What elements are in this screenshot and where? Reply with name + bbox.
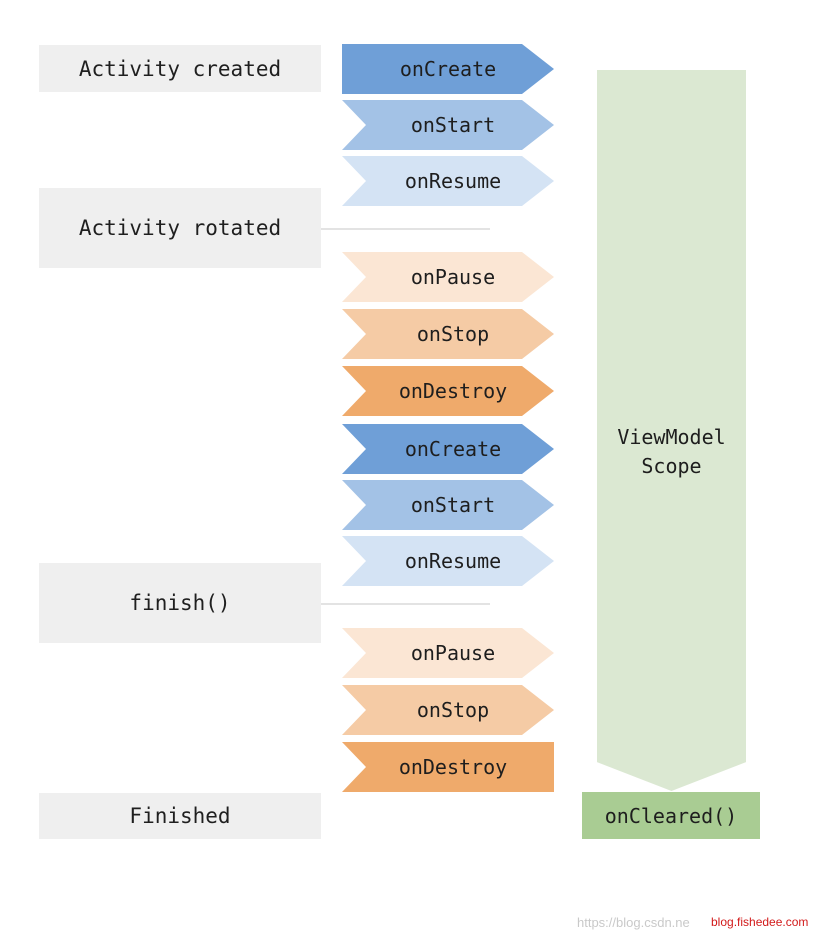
- lifecycle-on-stop-1: onStop: [342, 309, 554, 359]
- connector-line-finish: [321, 603, 490, 605]
- lifecycle-on-pause-2: onPause: [342, 628, 554, 678]
- watermark-text: https://blog.csdn.ne: [577, 915, 690, 930]
- watermark: https://blog.csdn.ne blog.fishedee.com: [577, 915, 808, 930]
- lifecycle-on-stop-2: onStop: [342, 685, 554, 735]
- lifecycle-on-pause-1: onPause: [342, 252, 554, 302]
- scope-label-line1: ViewModel: [617, 425, 726, 449]
- lifecycle-on-create-2: onCreate: [342, 424, 554, 474]
- lifecycle-on-create-1: onCreate: [342, 44, 554, 94]
- scope-label-line2: Scope: [641, 454, 702, 478]
- lifecycle-on-resume-2: onResume: [342, 536, 554, 586]
- lifecycle-on-start-1: onStart: [342, 100, 554, 150]
- lifecycle-on-destroy-2: onDestroy: [342, 742, 554, 792]
- lifecycle-on-resume-1: onResume: [342, 156, 554, 206]
- state-finished: Finished: [39, 793, 321, 839]
- state-finish: finish(): [39, 563, 321, 643]
- state-activity-created: Activity created: [39, 45, 321, 92]
- connector-line-rotated: [321, 228, 490, 230]
- lifecycle-on-start-2: onStart: [342, 480, 554, 530]
- viewmodel-scope-arrow: [597, 70, 746, 791]
- watermark-overlay: blog.fishedee.com: [711, 915, 809, 929]
- viewmodel-scope-label: ViewModel Scope: [597, 423, 746, 481]
- lifecycle-on-destroy-1: onDestroy: [342, 366, 554, 416]
- state-activity-rotated: Activity rotated: [39, 188, 321, 268]
- on-cleared-box: onCleared(): [582, 792, 760, 839]
